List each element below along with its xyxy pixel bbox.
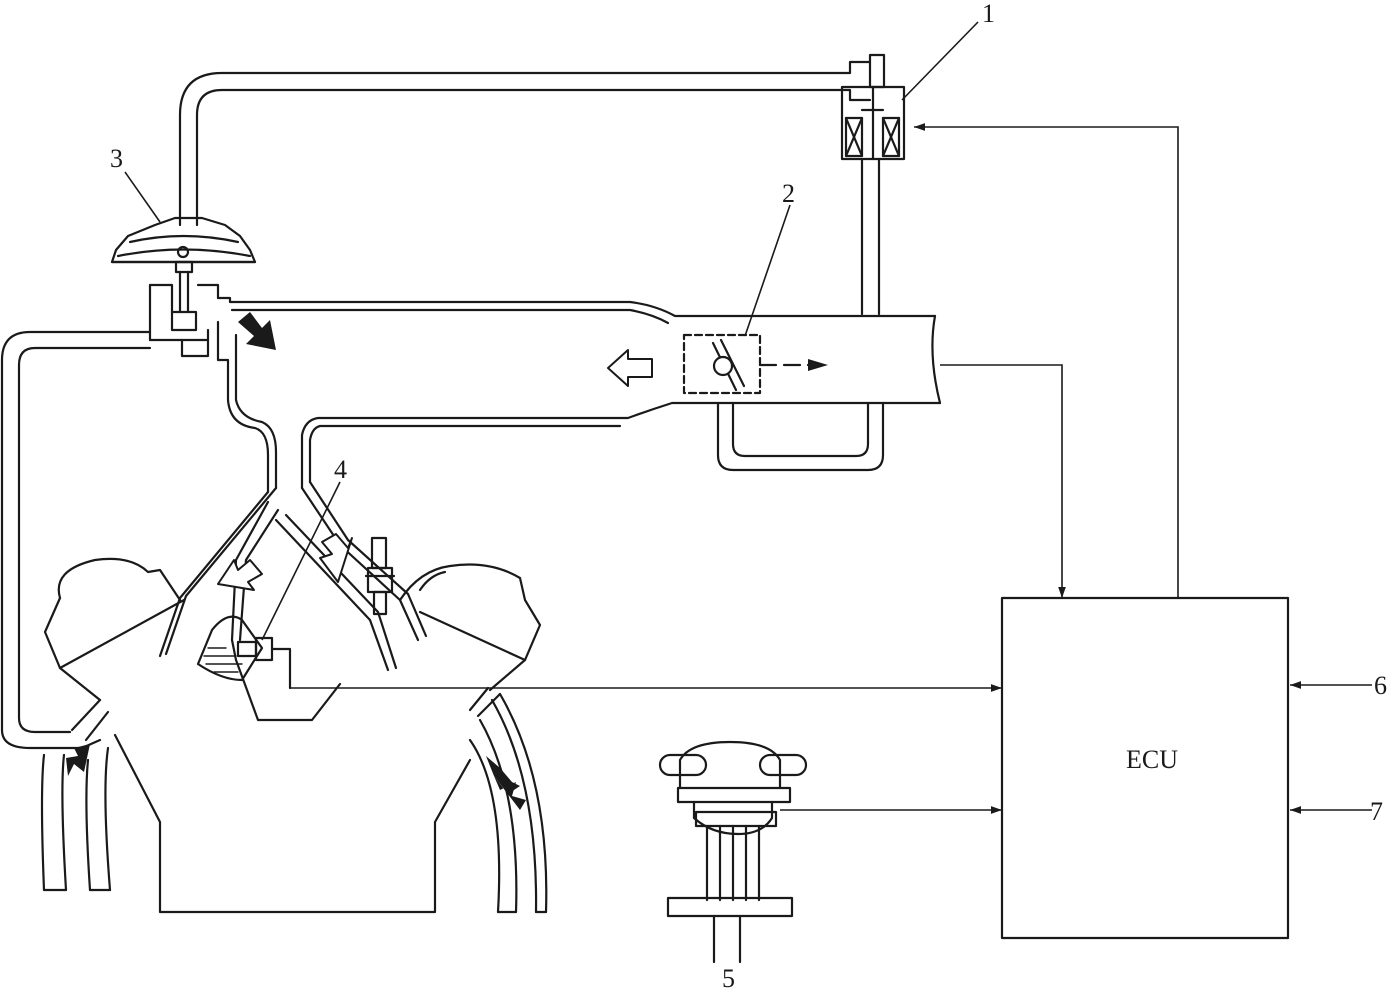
label-4: 4 [334, 455, 347, 484]
egr-temperature-sensor [196, 615, 292, 690]
engine-speed-sensor [658, 740, 808, 964]
runner-flow-arrow-right [319, 533, 353, 583]
leader-lines [124, 21, 979, 641]
intake-flow-arrow [607, 349, 653, 387]
signal-lines [290, 123, 1372, 814]
exhaust-pipes [40, 692, 548, 914]
runner-flow-arrow-left [217, 559, 263, 591]
label-5: 5 [722, 964, 735, 989]
ecu-to-solenoid-signal [914, 123, 1179, 598]
throttle-to-ecu-signal [940, 364, 1066, 598]
spark-plug [364, 536, 396, 616]
label-3: 3 [110, 144, 123, 173]
engine-block [43, 557, 542, 914]
solenoid-valve [840, 53, 906, 316]
ecu-box [1000, 596, 1290, 940]
egr-pipe [0, 330, 152, 750]
throttle-valve [682, 333, 885, 472]
intake-manifold [148, 296, 942, 494]
ecu-label: ECU [1126, 745, 1178, 774]
label-6: 6 [1374, 671, 1387, 700]
label-7: 7 [1370, 797, 1383, 826]
egr-gas-arrow [238, 312, 276, 350]
label-2: 2 [782, 179, 795, 208]
exhaust-arrow-right [494, 776, 526, 810]
label-1: 1 [982, 0, 995, 28]
exhaust-arrow-left [66, 744, 90, 776]
vacuum-hose [178, 60, 872, 227]
egr-valve [110, 216, 257, 358]
intake-runners [158, 480, 428, 672]
